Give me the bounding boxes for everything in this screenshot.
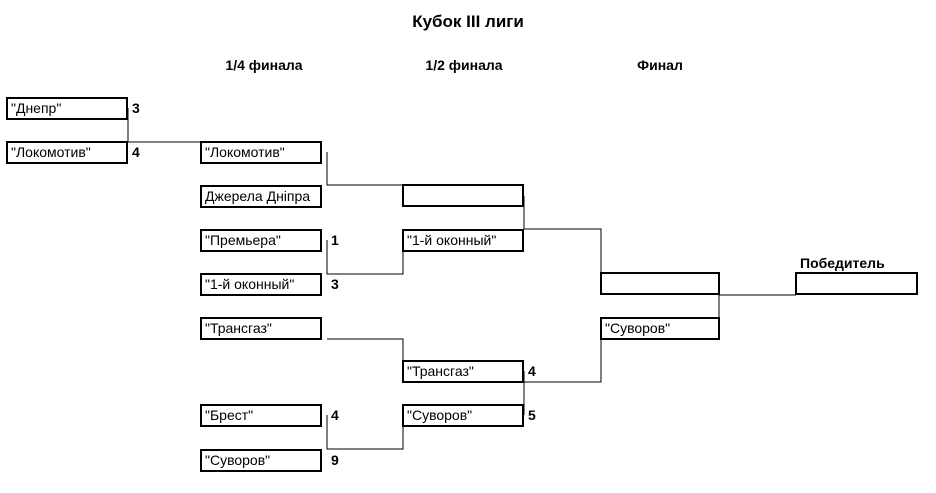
- header-quarterfinal: 1/4 финала: [225, 57, 303, 73]
- final-team-1: [600, 272, 720, 295]
- winner-box: [795, 272, 918, 295]
- final-team-2: "Суворов": [600, 317, 720, 340]
- bracket-title: Кубок III лиги: [412, 12, 524, 31]
- qf-score-3: 1: [331, 232, 339, 248]
- connector-qf-5: [327, 338, 404, 370]
- connector-qf-1-2: [326, 152, 403, 186]
- qf-team-3: "Премьера": [200, 229, 322, 252]
- prelim-score-2: 4: [132, 144, 140, 160]
- qf-team-6: "Брест": [200, 404, 322, 427]
- sf-team-4: "Суворов": [402, 404, 524, 427]
- qf-score-4: 3: [331, 276, 339, 292]
- sf-team-1: [402, 184, 524, 207]
- connector-sf-1-2: [523, 196, 602, 284]
- prelim-score-1: 3: [132, 100, 140, 116]
- header-semifinal: 1/2 финала: [425, 57, 503, 73]
- qf-team-5: "Трансгаз": [200, 317, 322, 340]
- qf-score-7: 9: [331, 452, 339, 468]
- connector-qf-6-7: [326, 415, 404, 450]
- qf-team-7: "Суворов": [200, 449, 322, 472]
- connector-qf-3-4: [326, 240, 404, 275]
- connector-prelim: [127, 108, 201, 143]
- prelim-team-2: "Локомотив": [6, 141, 128, 164]
- sf-score-3: 4: [528, 363, 536, 379]
- prelim-team-1: "Днепр": [6, 97, 128, 120]
- winner-label: Победитель: [800, 255, 885, 271]
- qf-team-2: Джерела Дніпра: [200, 185, 322, 208]
- sf-team-2: "1-й оконный": [402, 229, 524, 252]
- qf-team-4: "1-й оконный": [200, 273, 322, 296]
- sf-score-4: 5: [528, 407, 536, 423]
- header-final: Финал: [637, 57, 683, 73]
- qf-score-6: 4: [331, 407, 339, 423]
- qf-team-1: "Локомотив": [200, 141, 322, 164]
- sf-team-3: "Трансгаз": [402, 360, 524, 383]
- connector-sf-3-4-out: [524, 328, 602, 383]
